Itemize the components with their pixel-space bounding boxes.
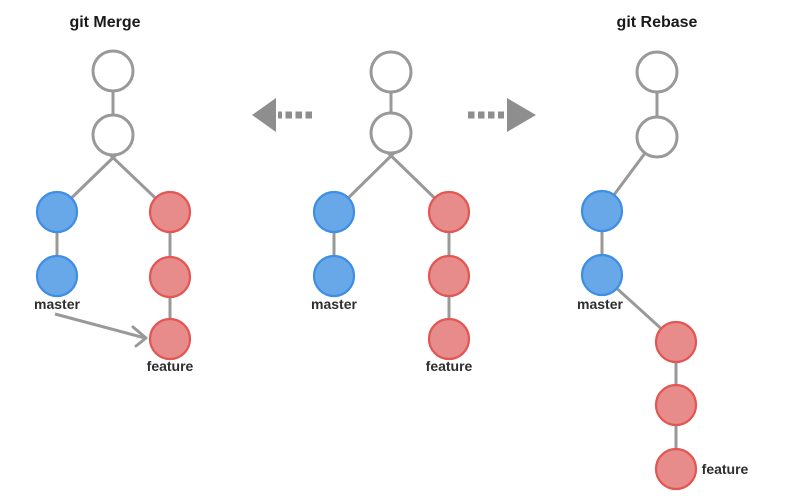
commit-node-red-merge xyxy=(148,255,192,299)
label-master-rebase: master xyxy=(577,296,623,312)
commit-node-blue-merge xyxy=(35,254,79,298)
title-git-rebase: git Rebase xyxy=(616,14,698,31)
commit-node-white-original xyxy=(369,111,413,155)
commit-node-red-merge xyxy=(148,317,192,361)
title-git-merge: git Merge xyxy=(69,14,141,31)
merge-pointer-arrow-shaft xyxy=(54,312,146,340)
commit-node-white-rebase xyxy=(635,50,679,94)
label-master-merge: master xyxy=(34,296,80,312)
label-feature-merge: feature xyxy=(146,358,194,374)
commit-node-red-original xyxy=(427,254,471,298)
arrow-to-rebase-head-icon xyxy=(507,98,536,132)
arrow-to-merge-head-icon xyxy=(252,98,276,132)
commit-node-red-rebase xyxy=(654,320,698,364)
merge-pointer-arrowhead xyxy=(131,325,148,348)
commit-node-red-original xyxy=(427,190,471,234)
commit-node-red-rebase xyxy=(654,447,698,491)
commit-node-blue-merge xyxy=(35,190,79,234)
commit-node-blue-original xyxy=(312,190,356,234)
commit-node-red-original xyxy=(427,317,471,361)
commit-node-blue-original xyxy=(312,254,356,298)
commit-node-blue-rebase xyxy=(580,189,624,233)
commit-node-white-merge xyxy=(91,113,135,157)
commit-node-red-rebase xyxy=(654,383,698,427)
commit-node-white-rebase xyxy=(635,115,679,159)
commit-node-white-original xyxy=(369,50,413,94)
label-feature-original: feature xyxy=(425,358,473,374)
label-feature-rebase: feature xyxy=(701,461,749,477)
commit-node-red-merge xyxy=(148,190,192,234)
commit-node-white-merge xyxy=(91,49,135,93)
label-master-original: master xyxy=(311,296,357,312)
commit-node-blue-rebase xyxy=(580,253,624,297)
